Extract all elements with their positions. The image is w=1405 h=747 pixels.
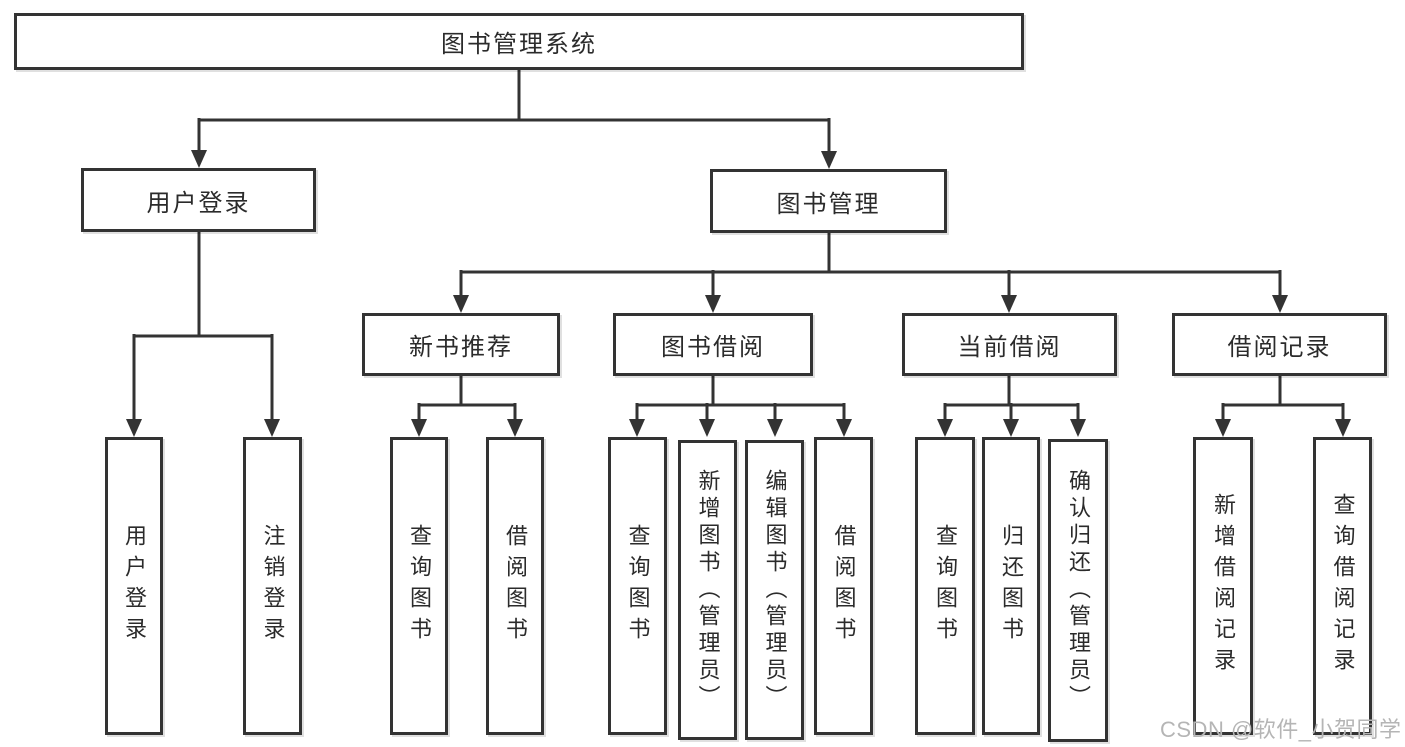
leaf-add-borrow-record: 新增借阅记录 <box>1193 437 1253 735</box>
leaf-borrow-books-borrowing: 借阅图书 <box>814 437 873 735</box>
leaf-add-book-admin: 新增图书（管理员） <box>678 440 737 740</box>
node-label: 借阅记录 <box>1227 334 1332 361</box>
node-label: 当前借阅 <box>957 334 1062 361</box>
connector-borrowrecord-to-leaves <box>1215 376 1351 437</box>
leaf-edit-book-admin: 编辑图书（管理员） <box>745 440 804 740</box>
leaf-label: 查询图书 <box>933 524 958 648</box>
node-user-login: 用户登录 <box>81 168 316 232</box>
connector-bookmgmt-to-level3 <box>453 233 1288 313</box>
leaf-label: 新增借阅记录 <box>1211 493 1236 679</box>
node-label: 图书借阅 <box>661 334 765 361</box>
node-book-borrowing: 图书借阅 <box>613 313 813 376</box>
leaf-label: 注销登录 <box>260 524 286 648</box>
leaf-label: 查询图书 <box>407 524 432 648</box>
connector-newbook-to-leaves <box>411 376 523 437</box>
connector-userlogin-to-leaves <box>126 232 280 437</box>
node-label: 图书管理系统 <box>441 31 597 58</box>
leaf-user-login: 用户登录 <box>105 437 163 735</box>
csdn-watermark: CSDN @软件_小贺同学 <box>1160 717 1402 742</box>
leaf-query-books-newbook: 查询图书 <box>390 437 448 735</box>
leaf-confirm-return-admin: 确认归还（管理员） <box>1048 439 1108 742</box>
leaf-return-book: 归还图书 <box>982 437 1040 735</box>
leaf-label: 编辑图书（管理员） <box>762 468 788 712</box>
leaf-label: 查询借阅记录 <box>1330 493 1356 679</box>
leaf-label: 查询图书 <box>625 524 651 648</box>
leaf-label: 借阅图书 <box>503 524 528 648</box>
node-borrowing-records: 借阅记录 <box>1172 313 1387 376</box>
connector-currentborrow-to-leaves <box>937 376 1086 437</box>
node-label: 图书管理 <box>776 190 881 218</box>
leaf-borrow-books-newbook: 借阅图书 <box>486 437 544 735</box>
node-book-management: 图书管理 <box>710 169 947 233</box>
leaf-label: 用户登录 <box>122 524 147 648</box>
leaf-label: 归还图书 <box>999 524 1024 648</box>
leaf-label: 确认归还（管理员） <box>1066 469 1091 712</box>
node-label: 用户登录 <box>146 189 251 217</box>
leaf-label: 新增图书（管理员） <box>695 468 721 712</box>
leaf-query-books-borrowing: 查询图书 <box>608 437 667 735</box>
node-new-book-recommend: 新书推荐 <box>362 313 560 376</box>
connector-root-to-level2 <box>191 70 837 169</box>
leaf-query-borrow-record: 查询借阅记录 <box>1313 437 1372 735</box>
node-library-management-system: 图书管理系统 <box>14 13 1024 70</box>
leaf-logout: 注销登录 <box>243 437 302 735</box>
leaf-label: 借阅图书 <box>831 524 857 648</box>
node-current-borrowing: 当前借阅 <box>902 313 1117 376</box>
node-label: 新书推荐 <box>409 334 513 361</box>
leaf-query-books-current: 查询图书 <box>915 437 975 735</box>
connector-bookborrow-to-leaves <box>629 376 852 437</box>
